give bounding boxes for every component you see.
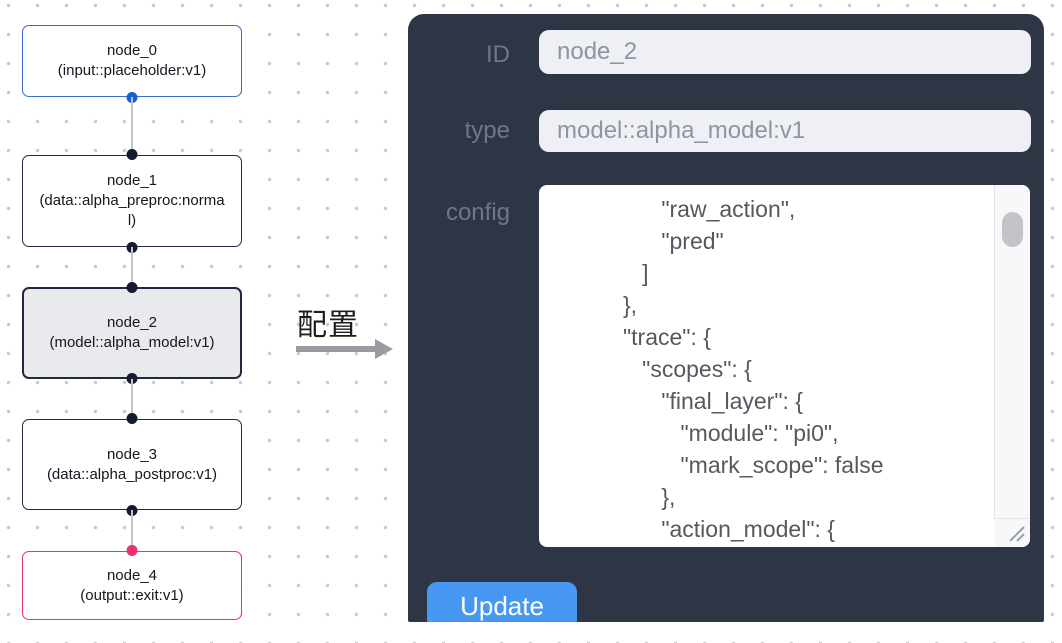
config-panel: ID type config "raw_action", "pred" ] },… bbox=[408, 14, 1044, 622]
type-input[interactable] bbox=[539, 110, 1031, 152]
node-title: node_2 bbox=[106, 314, 158, 331]
edge-node1-node2 bbox=[131, 247, 133, 287]
edge-node0-node1 bbox=[131, 97, 133, 155]
node-title: node_3 bbox=[106, 445, 158, 463]
connection-handle[interactable] bbox=[126, 413, 138, 424]
update-button[interactable]: Update bbox=[427, 582, 577, 622]
edge-node3-node4 bbox=[131, 510, 133, 551]
id-field-label: ID bbox=[486, 41, 510, 68]
node-title: node_1 bbox=[106, 172, 158, 189]
connection-handle[interactable] bbox=[126, 149, 138, 160]
id-input[interactable] bbox=[539, 30, 1031, 74]
scrollbar-thumb[interactable] bbox=[1002, 212, 1023, 247]
node-type-label: (input::placeholder:v1) bbox=[57, 62, 207, 79]
resize-handle-icon[interactable] bbox=[1004, 521, 1028, 545]
type-field-label: type bbox=[464, 117, 510, 144]
flow-node-node-3[interactable]: node_3 (data::alpha_postproc:v1) bbox=[22, 413, 242, 516]
right-arrow-icon bbox=[296, 339, 396, 359]
edge-node2-node3 bbox=[131, 379, 133, 419]
node-title: node_4 bbox=[106, 566, 158, 584]
connection-handle[interactable] bbox=[126, 373, 138, 384]
scrollbar-track[interactable] bbox=[994, 185, 1030, 547]
node-type-label: (data::alpha_postproc:v1) bbox=[46, 465, 218, 483]
config-textarea[interactable]: "raw_action", "pred" ] }, "trace": { "sc… bbox=[539, 185, 1030, 547]
flow-node-node-2-selected[interactable]: node_2 (model::alpha_model:v1) bbox=[22, 282, 242, 384]
flow-node-node-1[interactable]: node_1 (data::alpha_preproc:normal) bbox=[22, 149, 242, 253]
connection-handle[interactable] bbox=[126, 282, 138, 293]
flow-node-node-4[interactable]: node_4 (output::exit:v1) bbox=[22, 545, 242, 620]
node-type-label: (output::exit:v1) bbox=[80, 586, 184, 604]
node-type-label: (data::alpha_preproc:normal) bbox=[39, 192, 225, 229]
scrollbar-corner bbox=[994, 518, 1030, 547]
flow-node-node-0[interactable]: node_0 (input::placeholder:v1) bbox=[22, 25, 242, 103]
connection-handle[interactable] bbox=[126, 545, 138, 556]
node-title: node_0 bbox=[106, 42, 158, 59]
config-field-label: config bbox=[445, 199, 510, 226]
config-annotation-label: 配置 bbox=[297, 309, 359, 342]
config-json-text[interactable]: "raw_action", "pred" ] }, "trace": { "sc… bbox=[623, 196, 884, 542]
node-type-label: (model::alpha_model:v1) bbox=[49, 334, 215, 351]
